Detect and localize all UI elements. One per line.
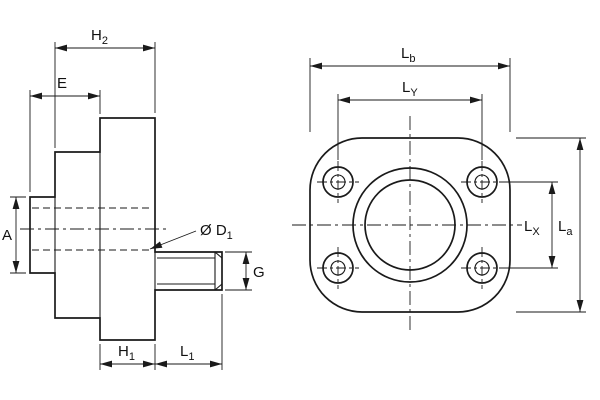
dim-h1-l1: H1 L1	[99, 294, 223, 370]
extension-lines	[225, 251, 252, 291]
front-centerlines	[292, 116, 522, 334]
side-view: H2 E A Ø D1 G H1	[2, 27, 265, 370]
dim-label-g: G	[253, 264, 265, 281]
bolt-hole-top-right	[461, 161, 503, 203]
dim-label-la: La	[558, 218, 573, 238]
dim-label-e: E	[57, 75, 67, 92]
dim-a: A	[2, 196, 26, 274]
bolt-hole-center-mark	[461, 247, 503, 289]
dim-lx: LX	[500, 181, 558, 269]
side-junction-lines	[54, 152, 156, 318]
bore-circle-inner	[364, 179, 456, 271]
dim-ly: LY	[337, 79, 483, 160]
dim-g: G	[225, 251, 265, 291]
bore-hidden-lines	[32, 207, 153, 251]
dim-h2: H2	[54, 27, 156, 148]
extension-lines	[500, 181, 558, 269]
dim-lb: Lb	[309, 45, 511, 132]
dim-e: E	[29, 75, 101, 192]
thread-lines	[157, 251, 223, 291]
dim-label-lb: Lb	[401, 45, 415, 65]
dim-d1: Ø D1	[149, 222, 233, 250]
dim-label-lx: LX	[524, 218, 540, 238]
bolt-hole-center-mark	[317, 161, 359, 203]
extension-lines	[10, 196, 26, 274]
bolt-hole-top-left	[317, 161, 359, 203]
leader-line	[149, 230, 197, 250]
bore-circle-outer	[352, 167, 468, 283]
bolt-hole-bottom-right	[461, 247, 503, 289]
dim-label-d1: Ø D1	[200, 222, 233, 242]
side-outline	[29, 117, 223, 341]
dim-label-l1: L1	[180, 343, 194, 363]
extension-lines	[337, 94, 483, 160]
front-view: Lb LY LX La	[292, 45, 586, 334]
flange-outline	[309, 137, 511, 313]
dim-label-a: A	[2, 227, 12, 244]
extension-lines	[29, 90, 101, 192]
extension-lines	[54, 42, 156, 148]
extension-lines	[516, 137, 586, 313]
bolt-hole-bottom-left	[317, 247, 359, 289]
dim-label-h1: H1	[118, 343, 135, 363]
dim-la: La	[516, 137, 586, 313]
extension-lines	[309, 58, 511, 132]
bolt-hole-center-mark	[461, 161, 503, 203]
bolt-hole-center-mark	[317, 247, 359, 289]
dim-label-h2: H2	[91, 27, 108, 47]
dim-label-ly: LY	[402, 79, 418, 99]
